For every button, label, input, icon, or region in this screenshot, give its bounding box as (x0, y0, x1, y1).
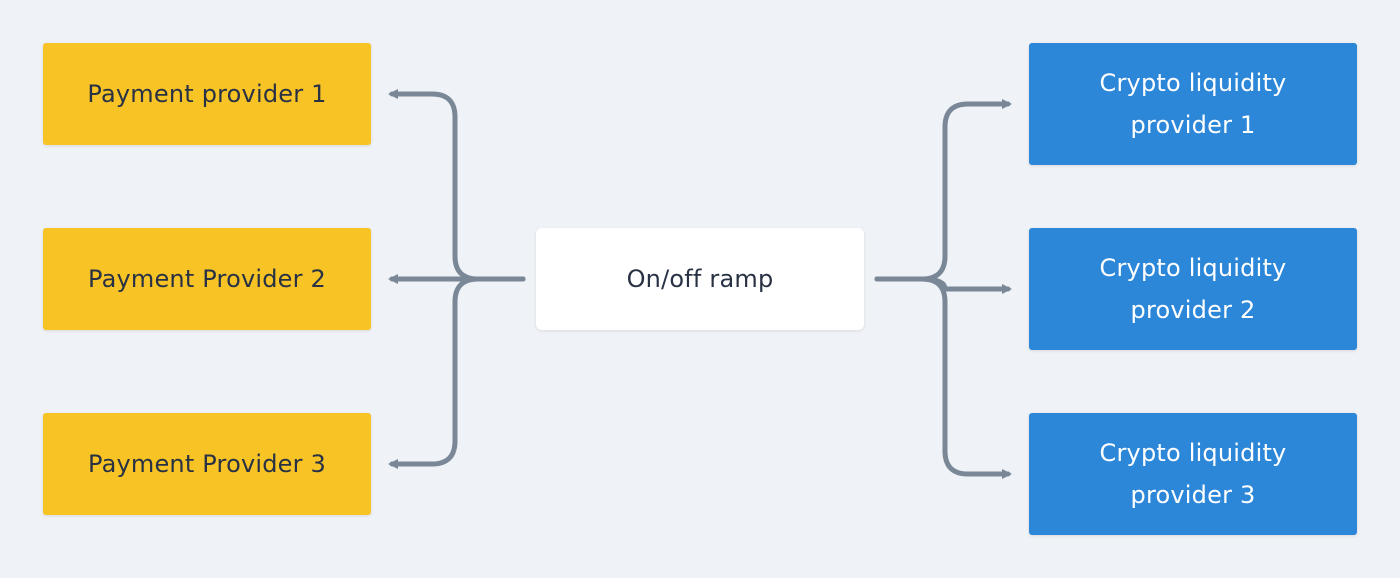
connector-liquidity-1 (874, 99, 1012, 282)
on-off-ramp-label: On/off ramp (626, 265, 774, 293)
payment-provider-1-label: Payment provider 1 (87, 80, 327, 108)
payment-provider-3-box: Payment Provider 3 (43, 413, 371, 515)
liquidity-provider-1-box: Crypto liquidity provider 1 (1029, 43, 1357, 165)
payment-provider-1-box: Payment provider 1 (43, 43, 371, 145)
payment-provider-3-label: Payment Provider 3 (87, 450, 326, 478)
connector-liquidity-3 (874, 276, 1012, 479)
liquidity-provider-1-label: Crypto liquidity provider 1 (1099, 69, 1287, 139)
liquidity-provider-3-label: Crypto liquidity provider 3 (1099, 439, 1287, 509)
liquidity-provider-2-label: Crypto liquidity provider 2 (1099, 254, 1287, 324)
on-off-ramp-box: On/off ramp (536, 228, 864, 330)
payment-provider-2-label: Payment Provider 2 (87, 265, 326, 293)
connector-payment-3 (388, 276, 526, 469)
liquidity-provider-3-box: Crypto liquidity provider 3 (1029, 413, 1357, 535)
connector-payment-1 (388, 89, 526, 282)
payment-provider-2-box: Payment Provider 2 (43, 228, 371, 330)
liquidity-provider-2-box: Crypto liquidity provider 2 (1029, 228, 1357, 350)
